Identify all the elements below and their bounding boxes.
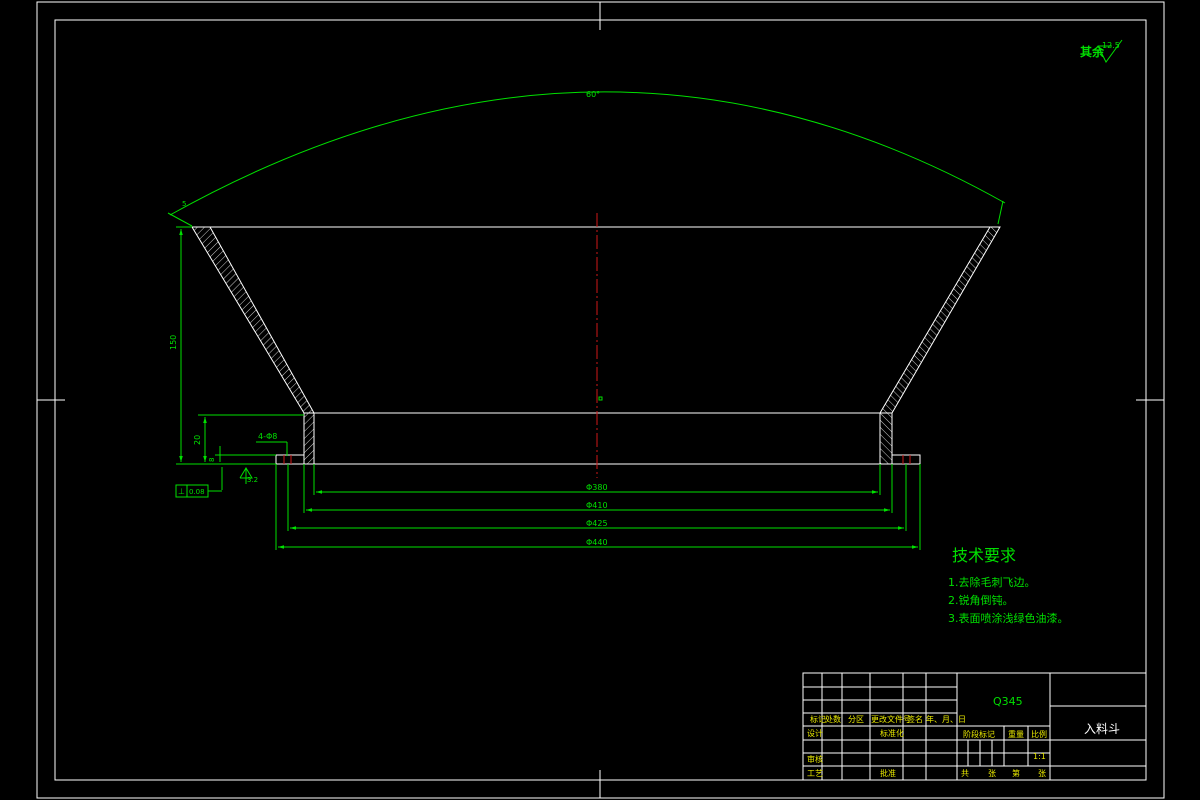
dim-label-3: Φ425 bbox=[586, 519, 608, 528]
hole-label: 4-Φ8 bbox=[258, 432, 277, 441]
height-dimensions: 150 20 8 bbox=[169, 226, 304, 465]
tb-standard: 标准化 bbox=[880, 728, 904, 738]
tb-material: Q345 bbox=[993, 695, 1023, 708]
roughness-value: 12.5 bbox=[1102, 41, 1120, 50]
left-collar-section bbox=[303, 412, 315, 465]
flange-height-label: 20 bbox=[193, 435, 202, 445]
tech-item-1: 1.去除毛刺飞边。 bbox=[948, 575, 1036, 589]
tb-header-2: 处数 bbox=[825, 714, 841, 724]
tb-scale-label: 比例 bbox=[1031, 729, 1047, 739]
center-mark bbox=[598, 396, 603, 401]
tb-sheets-2: 张 bbox=[988, 769, 996, 778]
left-flange bbox=[275, 454, 305, 465]
hole-callout: 4-Φ8 bbox=[256, 432, 288, 456]
tb-header-6: 年、月、日 bbox=[926, 714, 966, 724]
tech-requirements: 技术要求 1.去除毛刺飞边。 2.锐角倒钝。 3.表面喷涂浅绿色油漆。 bbox=[948, 546, 1069, 625]
tb-sheets-3: 第 bbox=[1012, 768, 1020, 778]
flange-thk-label: 8 bbox=[208, 458, 216, 462]
tolerance-frame: ⊥ 0.08 bbox=[175, 484, 222, 498]
dim-label-4: Φ440 bbox=[586, 538, 608, 547]
tb-part-name: 入料斗 bbox=[1084, 722, 1120, 736]
tb-process: 工艺 bbox=[807, 769, 823, 778]
title-block: 标记 处数 分区 更改文件号 签名 年、月、日 设计 标准化 审核 工艺 批准 … bbox=[802, 672, 1147, 781]
tb-header-4: 更改文件号 bbox=[871, 714, 911, 724]
right-wall-section bbox=[879, 226, 1001, 414]
angle-label: 60° bbox=[586, 90, 600, 99]
tb-review: 审核 bbox=[807, 754, 823, 764]
tb-design: 设计 bbox=[807, 728, 823, 738]
tb-header-1: 标记 bbox=[810, 714, 826, 724]
tb-sheets-4: 张 bbox=[1038, 769, 1046, 778]
right-flange bbox=[891, 454, 921, 465]
tb-approve: 批准 bbox=[880, 768, 896, 778]
local-roughness-value: 3.2 bbox=[247, 476, 258, 484]
tb-header-5: 签名 bbox=[907, 714, 923, 724]
tb-stage: 阶段标记 bbox=[963, 729, 995, 739]
tb-scale-value: 1:1 bbox=[1033, 752, 1046, 761]
right-collar-section bbox=[879, 412, 893, 465]
left-wall-section bbox=[191, 226, 315, 414]
tb-sheets-1: 共 bbox=[961, 769, 969, 778]
dim-label-2: Φ410 bbox=[586, 501, 608, 510]
tolerance-symbol: ⊥ bbox=[178, 487, 185, 496]
height-label: 150 bbox=[169, 335, 178, 350]
tech-item-3: 3.表面喷涂浅绿色油漆。 bbox=[948, 611, 1069, 625]
local-roughness: 3.2 bbox=[221, 467, 258, 490]
angle-dimension: 60° 5 bbox=[167, 90, 1006, 227]
surface-roughness-note: 其余 12.5 bbox=[1080, 39, 1123, 63]
tech-title: 技术要求 bbox=[952, 546, 1016, 565]
dim-label-1: Φ380 bbox=[586, 483, 608, 492]
tb-header-3: 分区 bbox=[848, 715, 864, 724]
diameter-dimensions: Φ380 Φ410 Φ425 Φ440 bbox=[275, 464, 921, 550]
tb-weight: 重量 bbox=[1008, 729, 1024, 739]
hopper-body bbox=[191, 226, 1001, 465]
thickness-label: 5 bbox=[182, 200, 186, 208]
tolerance-value: 0.08 bbox=[189, 488, 205, 496]
centering-marks bbox=[37, 2, 1164, 798]
tech-item-2: 2.锐角倒钝。 bbox=[948, 593, 1014, 607]
